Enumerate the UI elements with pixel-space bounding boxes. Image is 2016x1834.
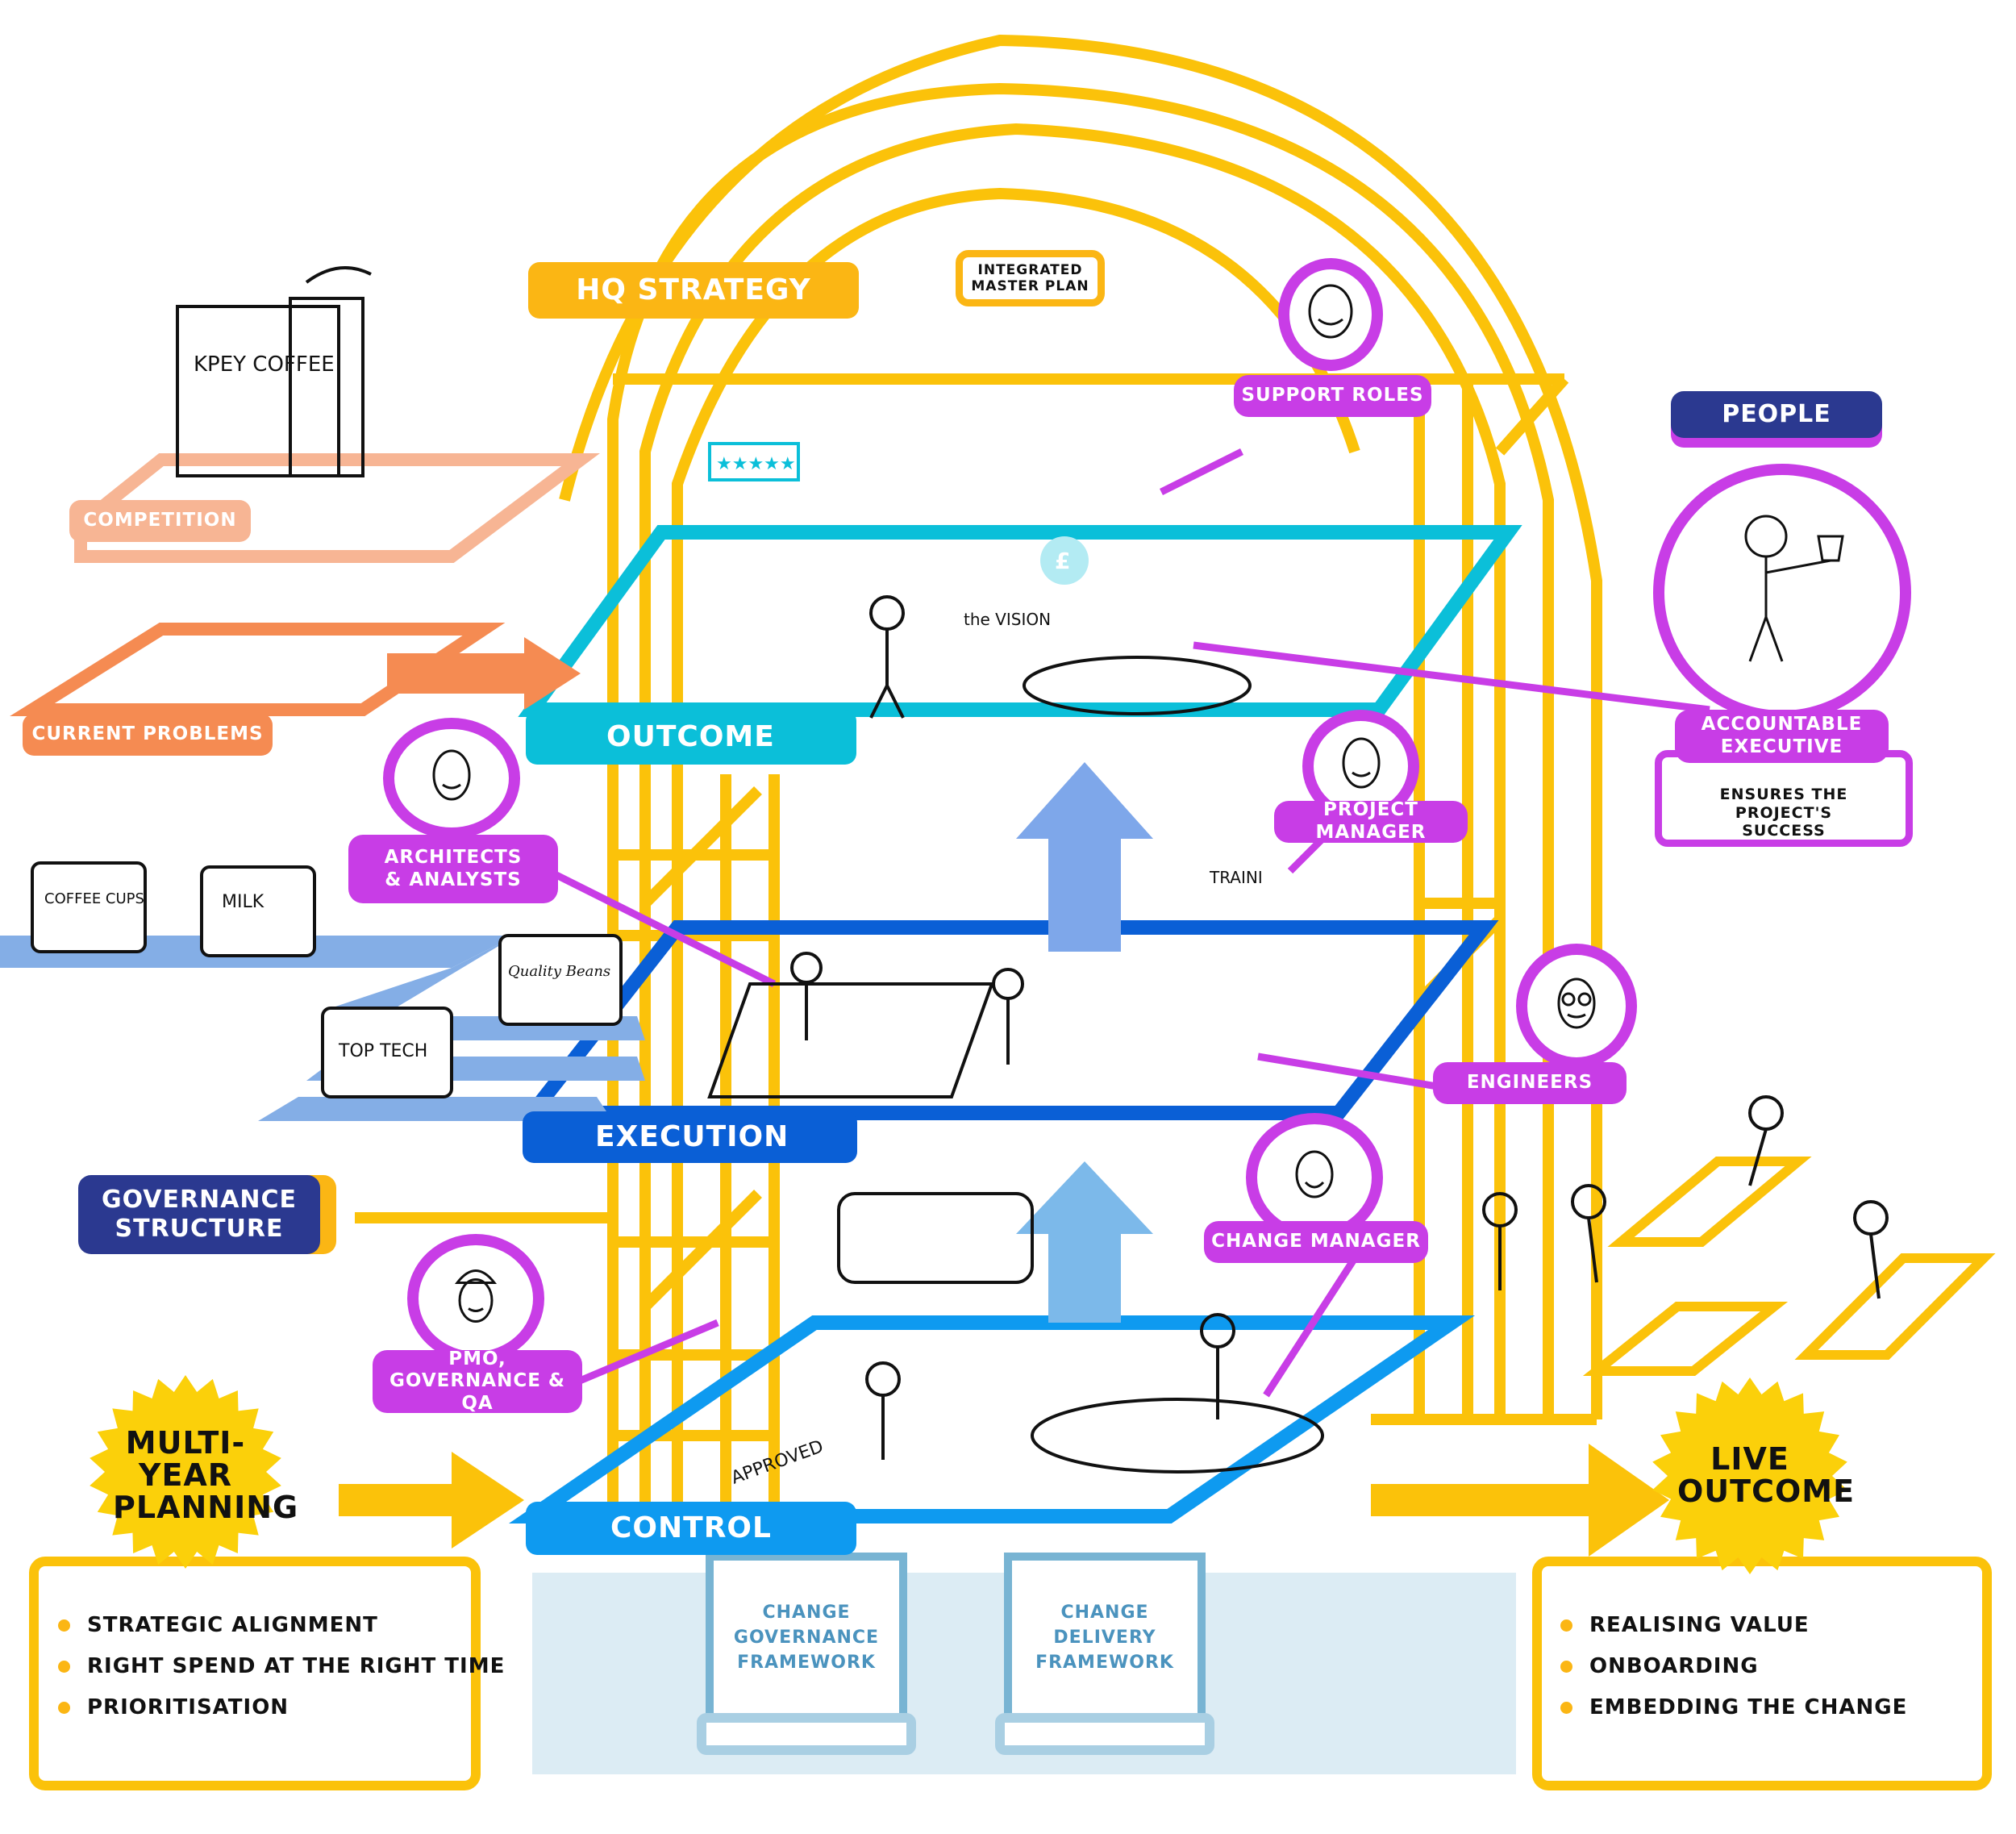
architects-analysts-avatar [383,718,520,839]
bullet-icon [58,1661,70,1673]
engineers-label: ENGINEERS [1433,1062,1627,1104]
vision-sign-text: the VISION [964,610,1051,629]
currency-bubble [1040,536,1089,585]
shop-sign-text: KPEY COFFEE [194,352,335,377]
multi-year-planning-title: MULTI- YEAR PLANNING [113,1425,299,1525]
list-item: RIGHT SPEND AT THE RIGHT TIME [58,1646,505,1687]
live-outcome-list: REALISING VALUE ONBOARDING EMBEDDING THE… [1560,1605,1907,1728]
van-3-text: Quality Beans [508,963,610,980]
hard-hat-man-icon [454,1269,498,1323]
arrow-up-icon [1016,1161,1153,1323]
bullet-icon [58,1702,70,1714]
engineers-avatar [1516,944,1637,1069]
smiling-man-icon [1308,284,1353,339]
live-outcome-arrow-icon [1371,1444,1669,1557]
competition-label: COMPETITION [69,500,251,542]
multi-year-arrow-icon [339,1452,524,1548]
training-board-text: TRAINI [1209,868,1263,887]
pmo-avatar [407,1234,544,1363]
accountable-executive-label: ACCOUNTABLE EXECUTIVE [1675,710,1889,763]
accountable-executive-note: ENSURES THE PROJECT'S SUCCESS [1655,750,1913,847]
governance-structure-label: GOVERNANCE STRUCTURE [78,1175,320,1254]
accountable-executive-avatar [1653,464,1911,722]
coffee-shop-sketch [176,266,372,477]
arrow-right-icon [387,637,581,710]
live-outcome-box [1532,1557,1992,1790]
change-delivery-framework-label: CHANGE DELIVERY FRAMEWORK [1035,1603,1174,1673]
multi-year-planning-box [29,1557,481,1790]
change-governance-framework-label: CHANGE GOVERNANCE FRAMEWORK [733,1603,880,1673]
pmo-label: PMO, GOVERNANCE & QA [373,1348,582,1414]
glasses-man-icon [1557,977,1596,1028]
multi-year-planning-list: STRATEGIC ALIGNMENT RIGHT SPEND AT THE R… [58,1605,505,1728]
trophy-winner-icon [1744,515,1844,662]
list-item: PRIORITISATION [58,1687,505,1728]
support-roles-label: SUPPORT ROLES [1234,375,1431,417]
live-outcome-title: LIVE OUTCOME [1677,1441,1856,1509]
multi-year-burst-icon [90,1375,281,1569]
review-bubble [708,442,800,481]
review-stars-text: ★★★★★ [716,454,796,474]
execution-floor [517,920,1499,1120]
sketch-figures [707,595,1889,1473]
list-item: REALISING VALUE [1560,1605,1907,1646]
woman-face-icon [432,749,471,801]
integrated-master-plan-label: INTEGRATED MASTER PLAN [956,250,1105,306]
execution-floor-label: EXECUTION [523,1111,857,1163]
list-item: ONBOARDING [1560,1646,1907,1687]
outcome-floor [518,525,1522,717]
live-outcome-burst-icon [1652,1378,1847,1574]
pillar-left [697,1553,916,1755]
hq-strategy-label: HQ STRATEGY [528,262,859,319]
change-manager-label: CHANGE MANAGER [1204,1221,1428,1263]
woman-face-icon [1342,737,1380,789]
current-problems-path [10,623,506,716]
woman-face-icon [1295,1150,1334,1198]
outcome-floor-label: OUTCOME [526,710,856,765]
control-floor [508,1315,1476,1523]
support-roles-avatar [1278,258,1383,371]
list-item: EMBEDDING THE CHANGE [1560,1687,1907,1728]
architects-analysts-label: ARCHITECTS & ANALYSTS [348,835,558,903]
van-1-text: COFFEE CUPS [44,890,144,907]
delivery-vans [31,861,623,1098]
bullet-icon [1560,1702,1572,1714]
current-problems-label: CURRENT PROBLEMS [23,714,273,756]
competition-path [74,453,600,563]
van-2-text: MILK [222,892,264,912]
bullet-icon [1560,1661,1572,1673]
people-label: PEOPLE [1671,391,1882,438]
van-4-text: TOP TECH [338,1041,427,1061]
pillar-right [995,1553,1214,1755]
arrow-up-icon [1016,762,1153,952]
bullet-icon [58,1619,70,1632]
live-outcome-platforms [1582,1157,1996,1376]
control-floor-label: CONTROL [526,1502,856,1555]
list-item: STRATEGIC ALIGNMENT [58,1605,505,1646]
bullet-icon [1560,1619,1572,1632]
project-manager-label: PROJECT MANAGER [1274,799,1468,843]
currency-text: £ [1055,548,1070,574]
